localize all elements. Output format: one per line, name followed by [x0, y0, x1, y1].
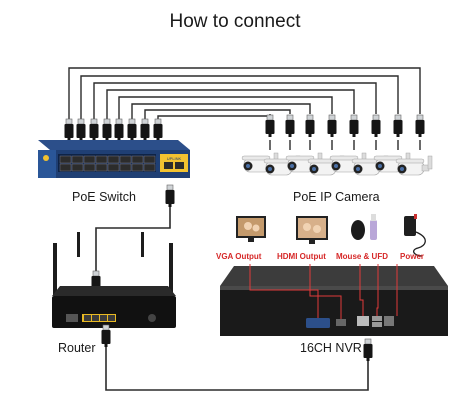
router-label: Router [58, 341, 96, 355]
ip-cameras [241, 152, 433, 176]
power-adapter [404, 214, 426, 257]
nvr [220, 266, 448, 336]
switch-plugs [64, 118, 163, 142]
power-label: Power [400, 252, 425, 261]
poe-switch-label: PoE Switch [72, 190, 136, 204]
ip-camera-label: PoE IP Camera [293, 190, 380, 204]
mouse-usb [351, 214, 377, 240]
hdmi-monitor [296, 216, 328, 244]
poe-switch: UPLINK [38, 140, 190, 178]
router-nvr-cable [101, 324, 373, 391]
switch-camera-cables [68, 67, 421, 150]
port-leader-lines [249, 264, 398, 319]
camera-plugs [265, 114, 425, 138]
hdmi-output-label: HDMI Output [277, 252, 326, 261]
mouse-ufd-label: Mouse & UFD [336, 252, 388, 261]
vga-monitor [236, 216, 266, 242]
diagram-title: How to connect [169, 11, 301, 32]
router [52, 232, 176, 328]
uplink-badge: UPLINK [167, 156, 182, 161]
vga-output-label: VGA Output [216, 252, 262, 261]
nvr-label: 16CH NVR [300, 341, 362, 355]
uplink-cable [91, 184, 175, 294]
